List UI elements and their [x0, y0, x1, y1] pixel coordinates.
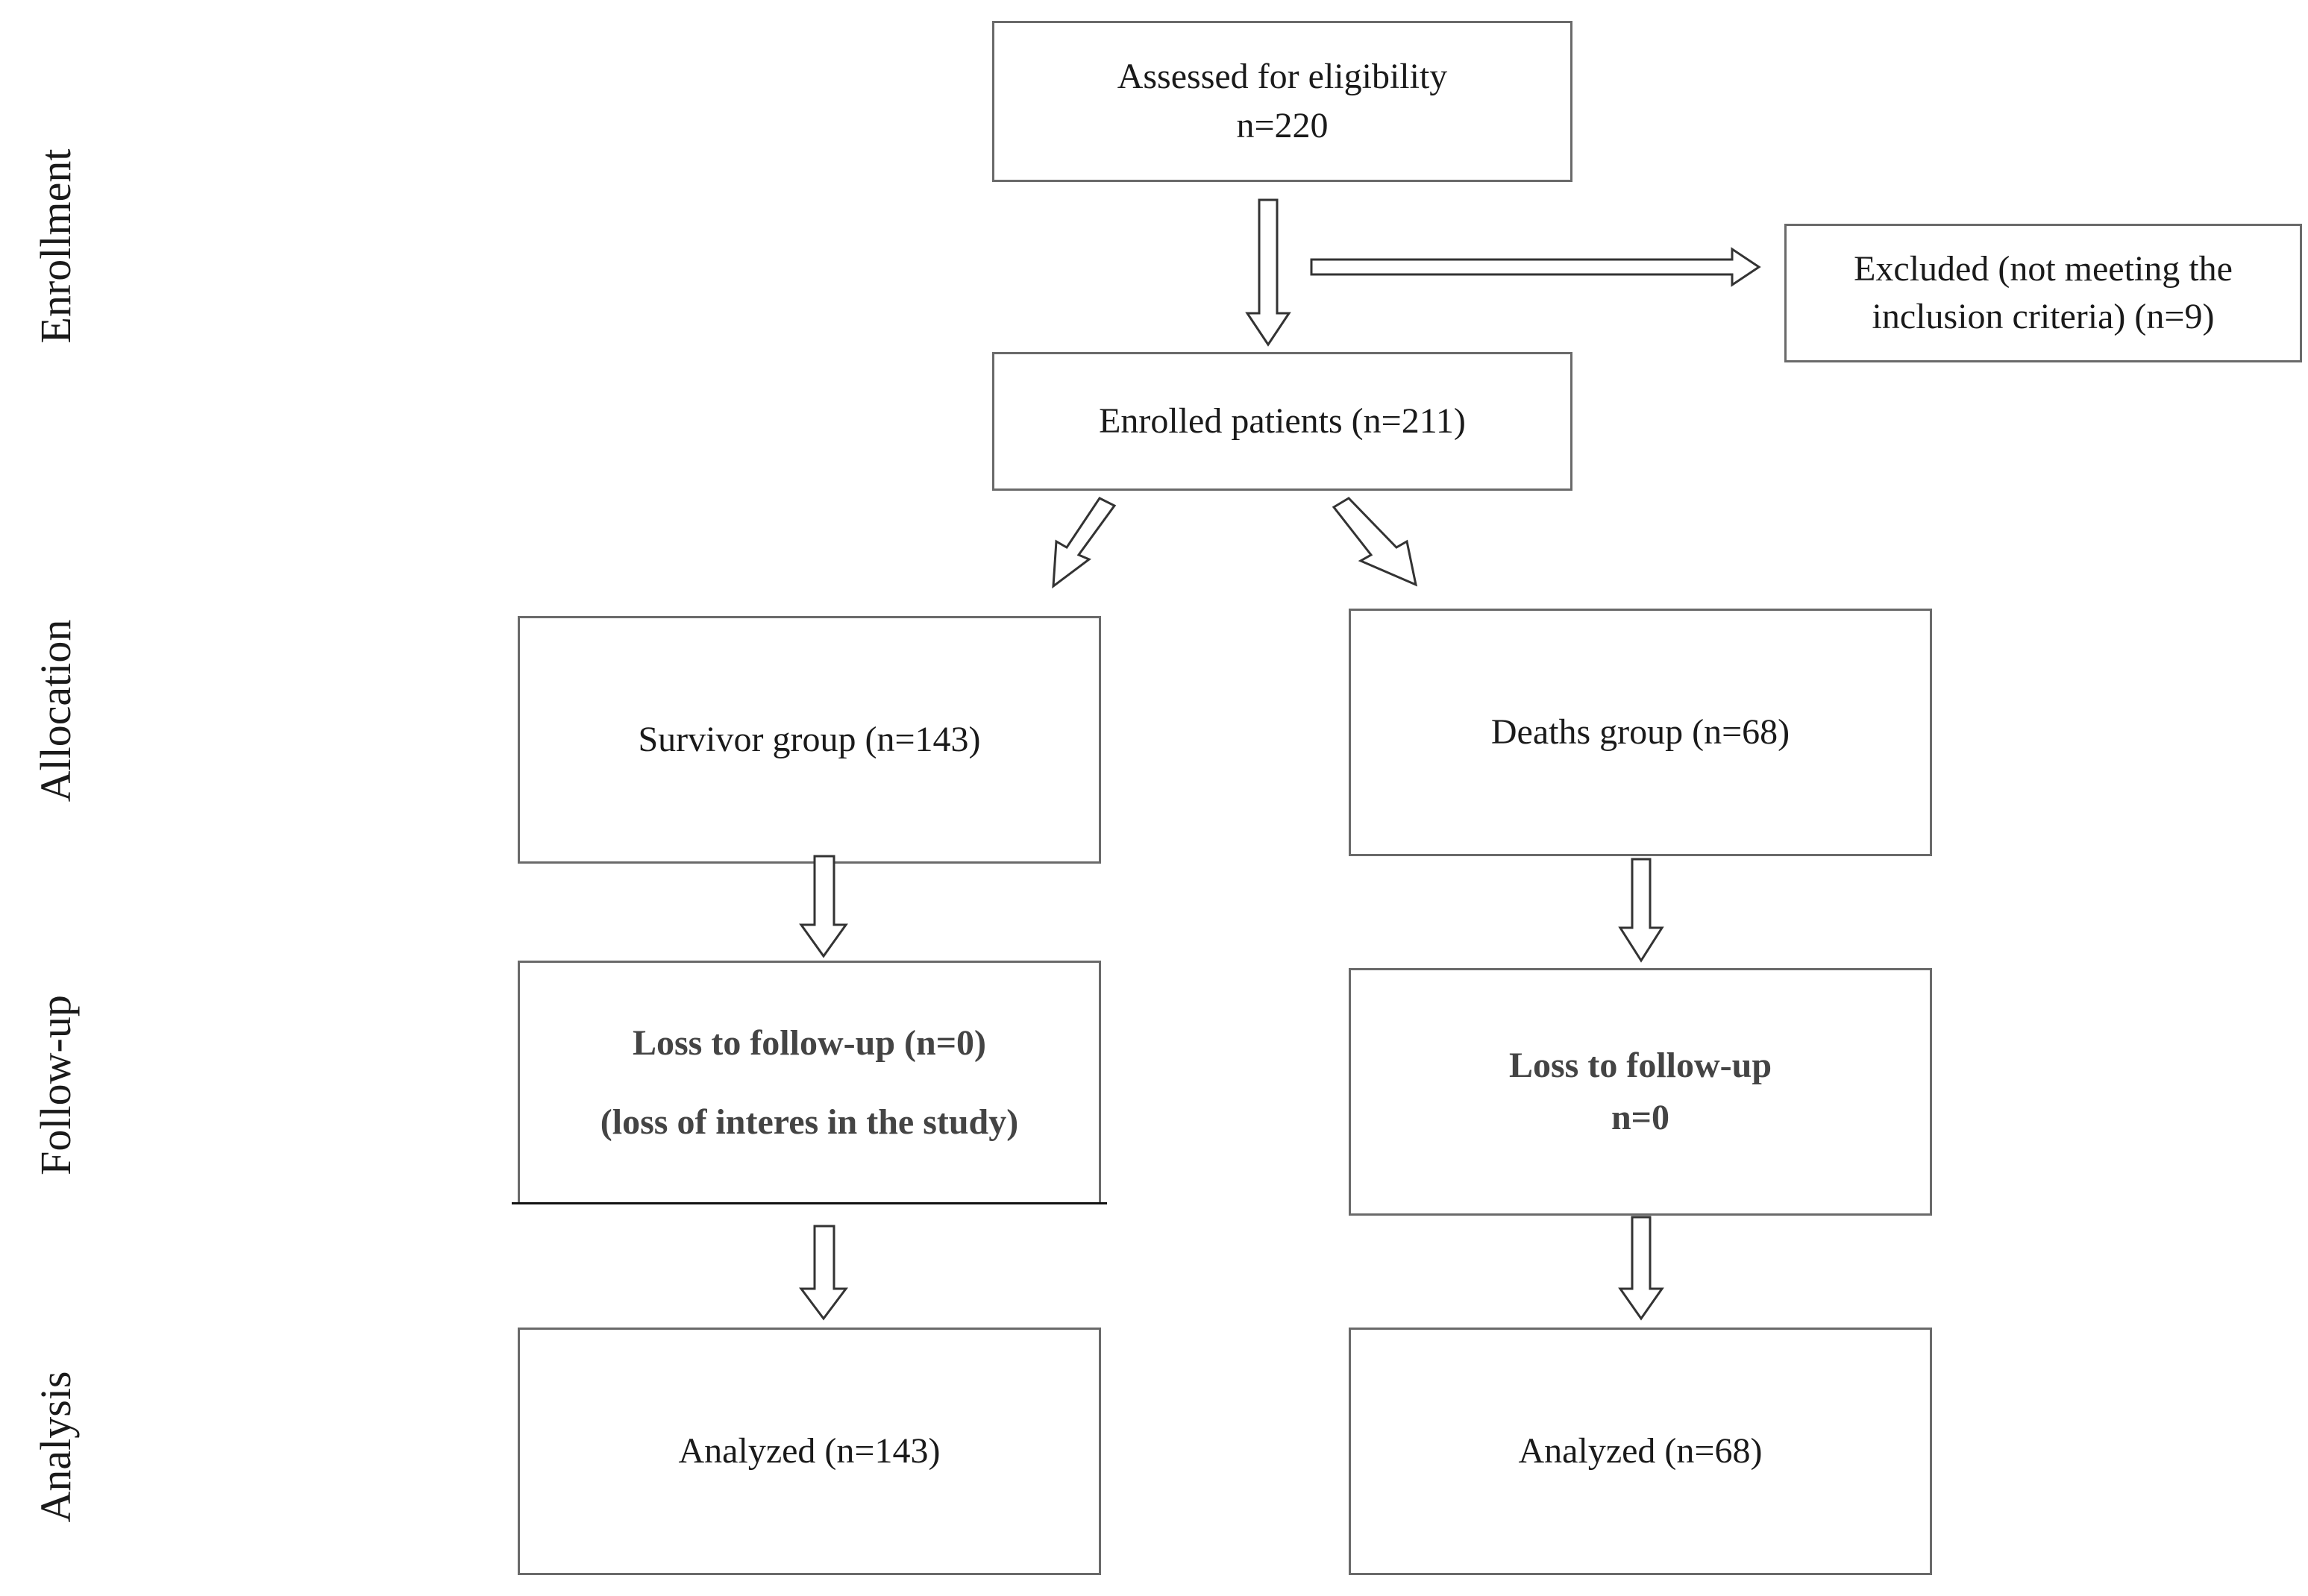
- survivor-group-box: Survivor group (n=143): [518, 616, 1101, 864]
- excluded-box: Excluded (not meeting the inclusion crit…: [1784, 224, 2302, 362]
- assessed-label: Assessed for eligibility: [1117, 56, 1448, 96]
- arrow-assessed-to-enrolled: [1245, 198, 1291, 347]
- enrolled-label: Enrolled patients (n=211): [1099, 400, 1466, 441]
- followup-deaths-label: Loss to follow-up: [1508, 1046, 1772, 1086]
- followup-survivor-label: Loss to follow-up (n=0): [632, 1022, 987, 1063]
- excluded-label-line1: Excluded (not meeting the: [1854, 249, 2233, 289]
- analyzed-survivor-label: Analyzed (n=143): [678, 1430, 941, 1471]
- arrow-deaths-to-followup: [1618, 858, 1664, 963]
- arrow-followup-survivor-to-analyzed: [799, 1225, 848, 1321]
- enrolled-box: Enrolled patients (n=211): [992, 352, 1572, 491]
- deaths-group-box: Deaths group (n=68): [1349, 609, 1932, 856]
- followup-deaths-box: Loss to follow-up n=0: [1349, 968, 1932, 1216]
- arrow-enrolled-to-deaths: [1332, 497, 1418, 587]
- survivor-group-label: Survivor group (n=143): [638, 719, 981, 759]
- assessed-count: n=220: [1236, 106, 1329, 145]
- followup-survivor-bottom-rule: [512, 1202, 1107, 1204]
- analyzed-survivor-box: Analyzed (n=143): [518, 1328, 1101, 1575]
- deaths-group-label: Deaths group (n=68): [1490, 711, 1790, 752]
- excluded-label-line2: inclusion criteria) (n=9): [1872, 297, 2215, 336]
- assessed-box: Assessed for eligibility n=220: [992, 21, 1572, 182]
- analyzed-deaths-box: Analyzed (n=68): [1349, 1328, 1932, 1575]
- followup-survivor-reason: (loss of interes in the study): [600, 1102, 1019, 1142]
- arrow-survivor-to-followup: [799, 855, 848, 958]
- followup-deaths-count: n=0: [1611, 1098, 1670, 1137]
- arrow-followup-deaths-to-analyzed: [1618, 1216, 1664, 1321]
- arrow-enrolled-to-survivor: [1052, 497, 1117, 589]
- followup-survivor-box: Loss to follow-up (n=0) (loss of interes…: [518, 961, 1101, 1202]
- analyzed-deaths-label: Analyzed (n=68): [1518, 1430, 1763, 1471]
- arrow-to-excluded: [1310, 247, 1761, 287]
